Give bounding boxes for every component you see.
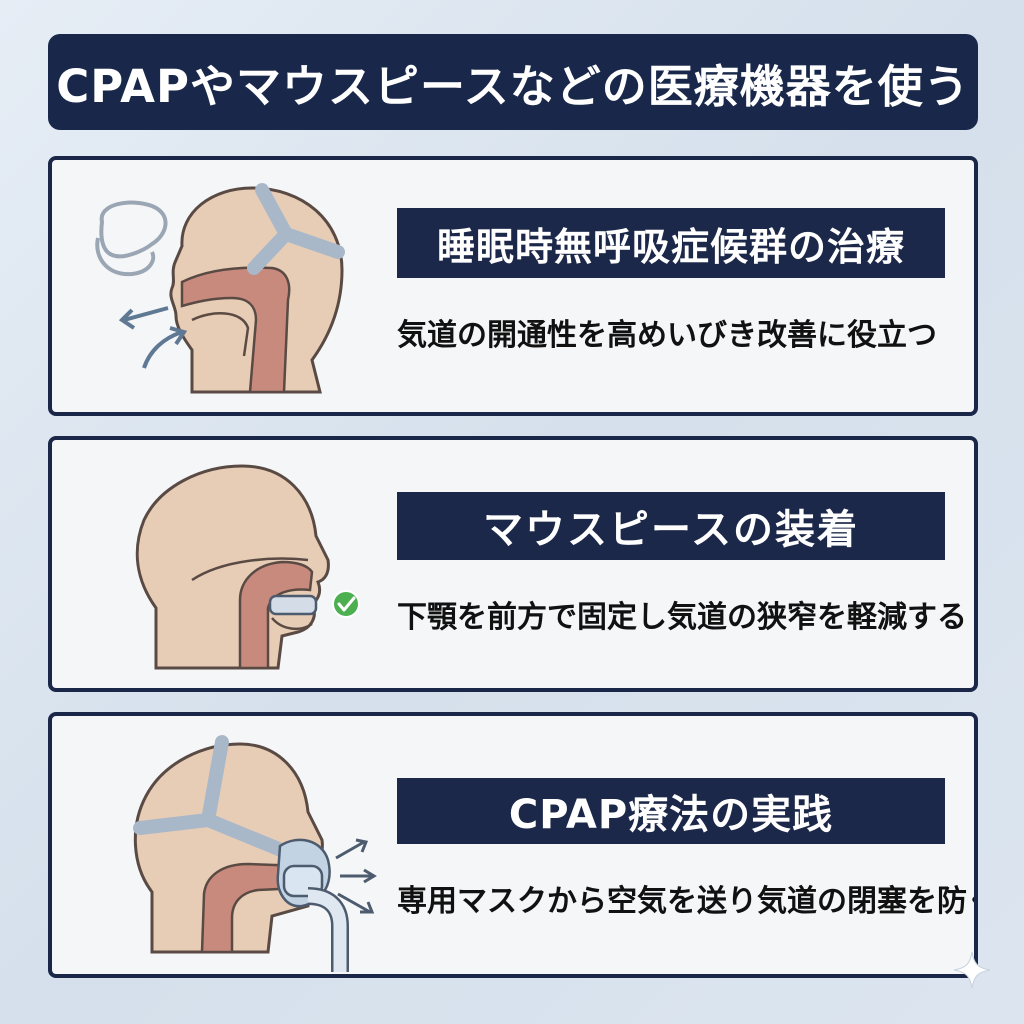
card-cpap-therapy: CPAP療法の実践 専用マスクから空気を送り気道の閉塞を防ぐ [48, 712, 978, 978]
heading-text: マウスピースの装着 [483, 507, 859, 553]
heading-sleep-apnea: 睡眠時無呼吸症候群の治療 [397, 208, 945, 278]
card-sleep-apnea-treatment: 睡眠時無呼吸症候群の治療 気道の開通性を高めいびき改善に役立つ [48, 156, 978, 416]
heading-text: 睡眠時無呼吸症候群の治療 [436, 224, 905, 269]
title-bar: CPAPやマウスピースなどの医療機器を使う [48, 34, 978, 130]
heading-cpap: CPAP療法の実践 [397, 778, 945, 844]
sparkle-icon [953, 951, 991, 989]
description-sleep-apnea: 気道の開通性を高めいびき改善に役立つ [397, 318, 937, 353]
description-cpap: 専用マスクから空気を送り気道の閉塞を防ぐ [397, 884, 978, 919]
head-cpap-mask-icon [72, 716, 392, 974]
card-mouthpiece: マウスピースの装着 下顎を前方で固定し気道の狭窄を軽減する [48, 436, 978, 692]
heading-mouthpiece: マウスピースの装着 [397, 492, 945, 560]
head-airway-breathing-icon [72, 160, 392, 412]
description-mouthpiece: 下顎を前方で固定し気道の狭窄を軽減する [397, 600, 967, 635]
head-mouthpiece-icon [72, 440, 392, 688]
heading-text: CPAP療法の実践 [508, 792, 834, 838]
page-title: CPAPやマウスピースなどの医療機器を使う [56, 59, 970, 113]
